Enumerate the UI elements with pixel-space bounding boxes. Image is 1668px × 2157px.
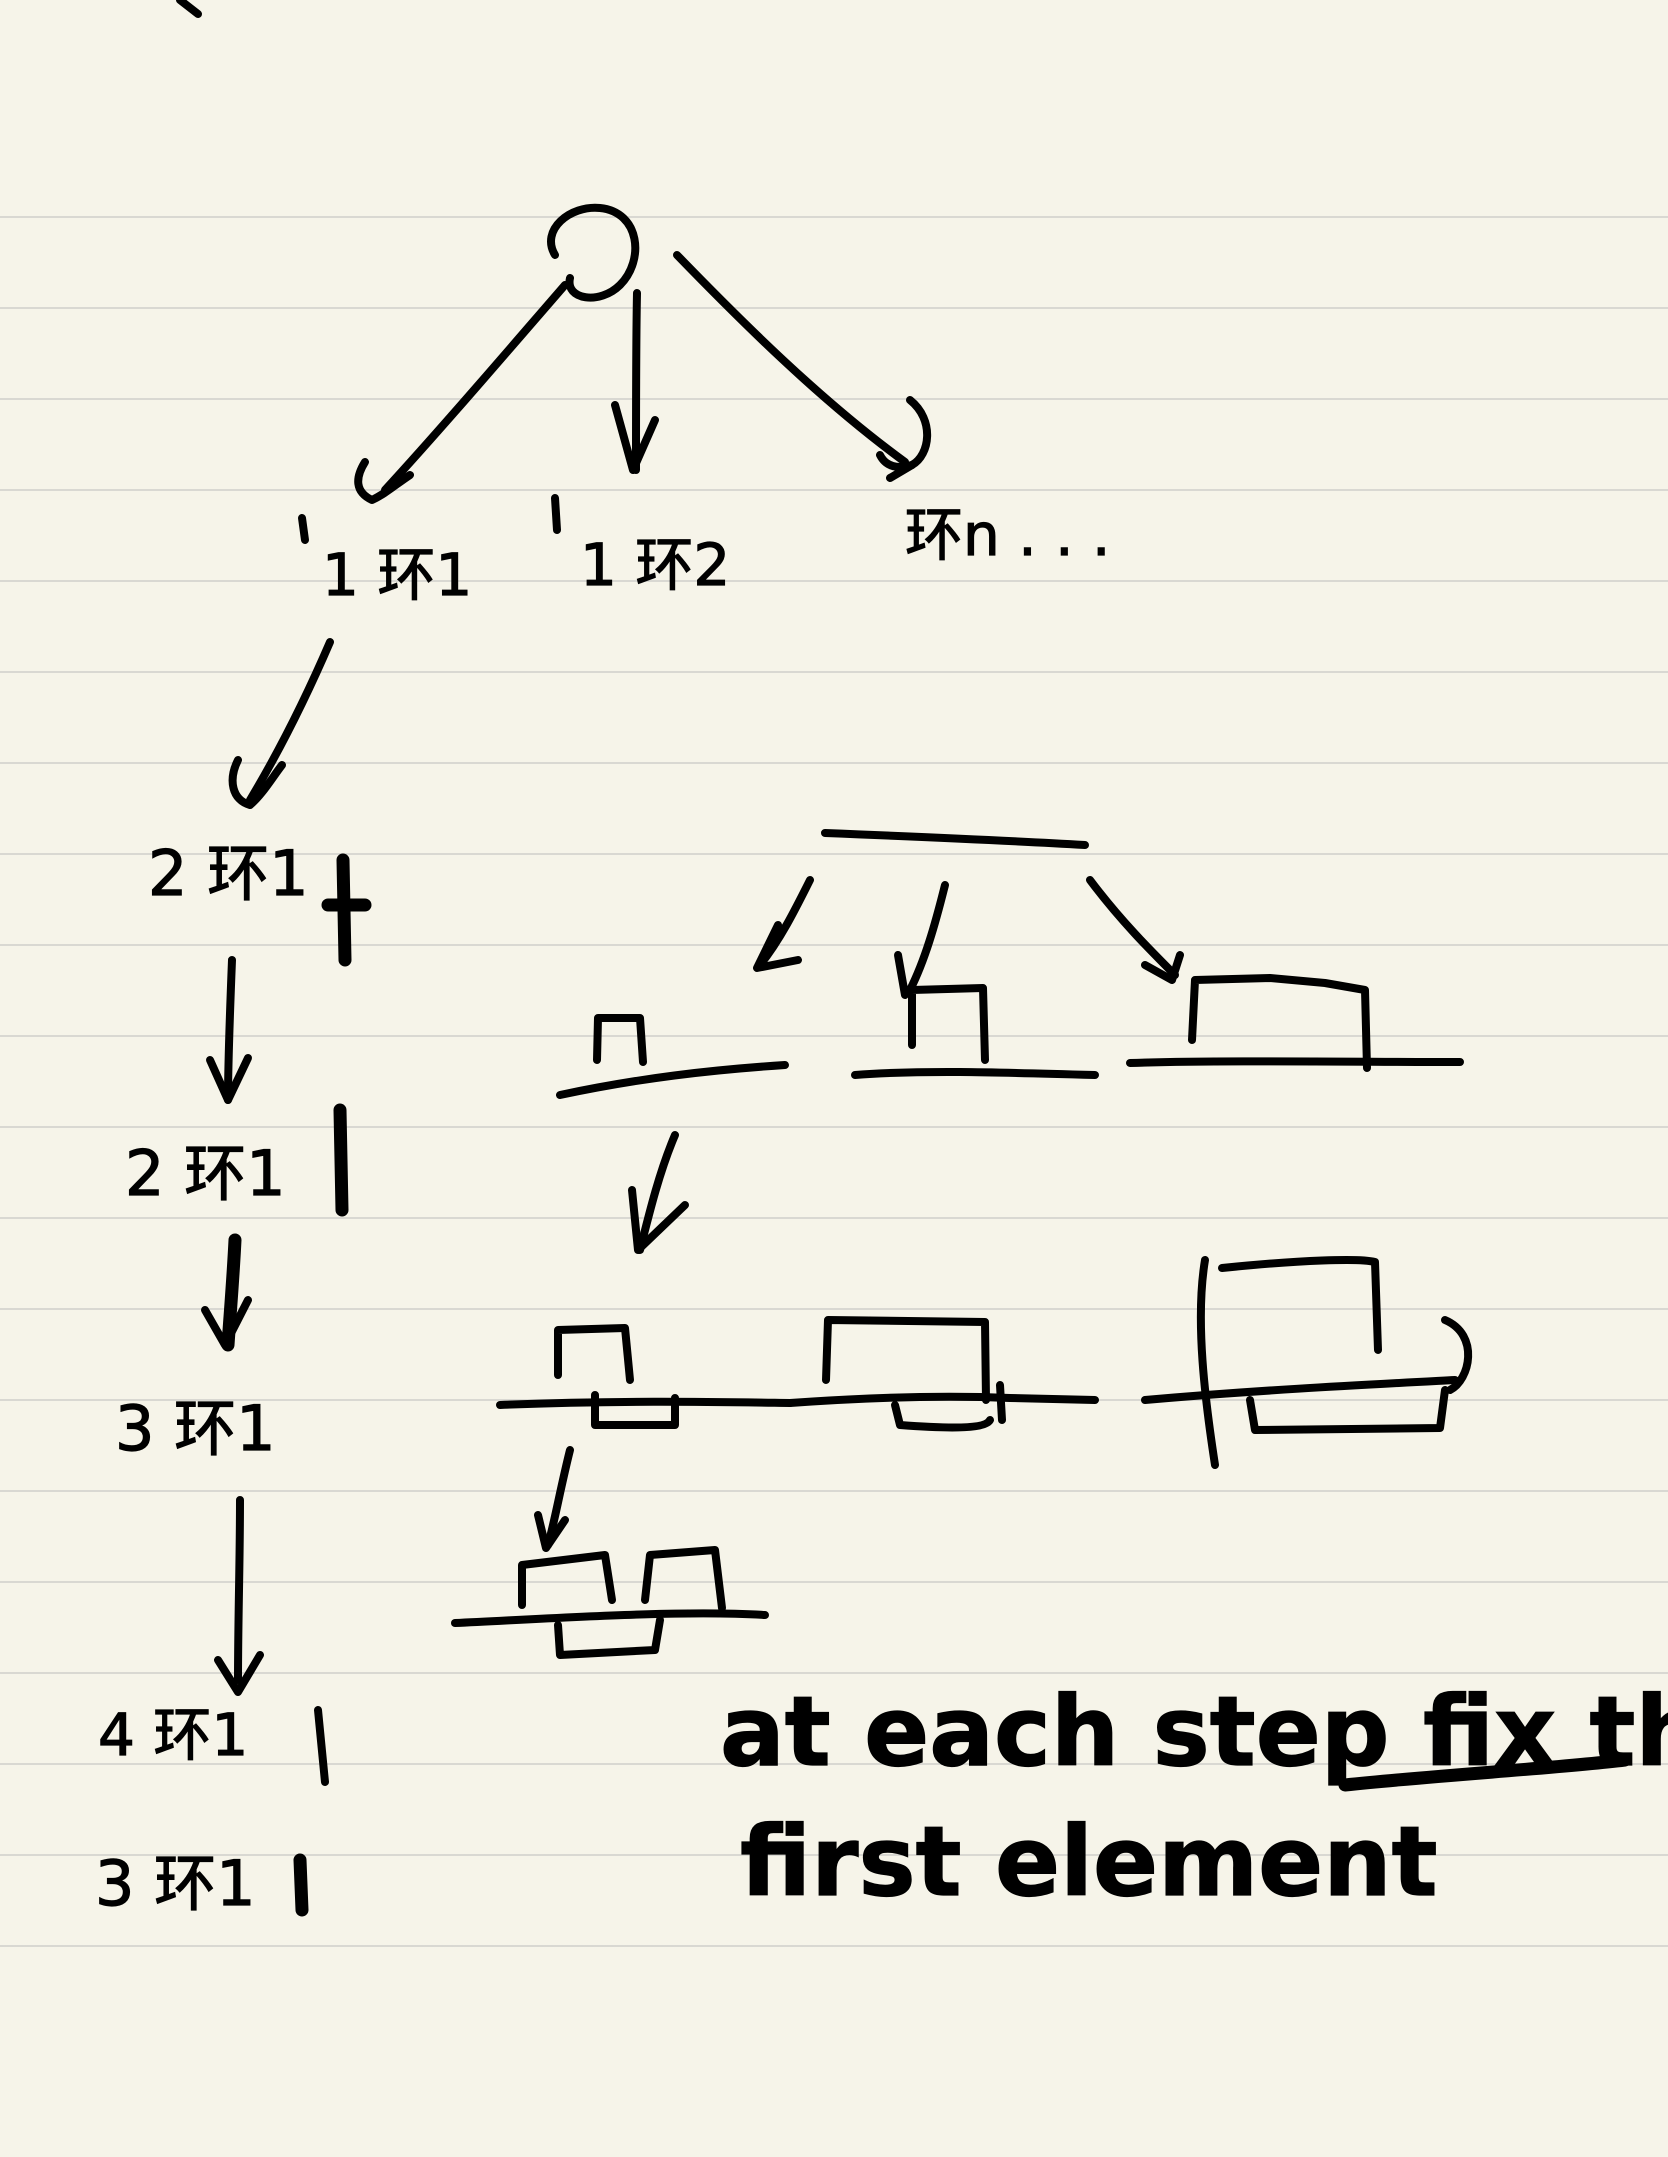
child-label-2: 1 环2 — [580, 531, 730, 599]
child-label-1: 1 环1 — [322, 541, 472, 609]
stray-stroke — [176, 0, 202, 18]
handwritten-note: at each step fix the first element — [719, 1675, 1668, 1918]
step-label-4: 4 环1 — [98, 1701, 248, 1769]
left-chain-arrows — [201, 638, 334, 1696]
step-label-1: 2 环1 — [148, 837, 309, 910]
step-marker-2 — [333, 1103, 349, 1217]
note-strike — [1338, 1753, 1632, 1792]
step-marker-4 — [314, 1706, 329, 1786]
note-line-2: first element — [740, 1806, 1437, 1918]
step-marker-1 — [321, 853, 372, 967]
root-node-circle — [547, 203, 640, 302]
step-label-3: 3 环1 — [115, 1392, 276, 1465]
step-label-2: 2 环1 — [125, 1137, 286, 1210]
step-marker-5 — [293, 1853, 309, 1917]
child-label-n: 环n . . . — [905, 501, 1110, 569]
level-1-labels: 1 环1 1 环2 环n . . . — [298, 494, 1111, 610]
block-diagram — [451, 829, 1473, 1659]
step-label-5: 3 环1 — [95, 1847, 256, 1920]
root-edges — [354, 251, 932, 504]
